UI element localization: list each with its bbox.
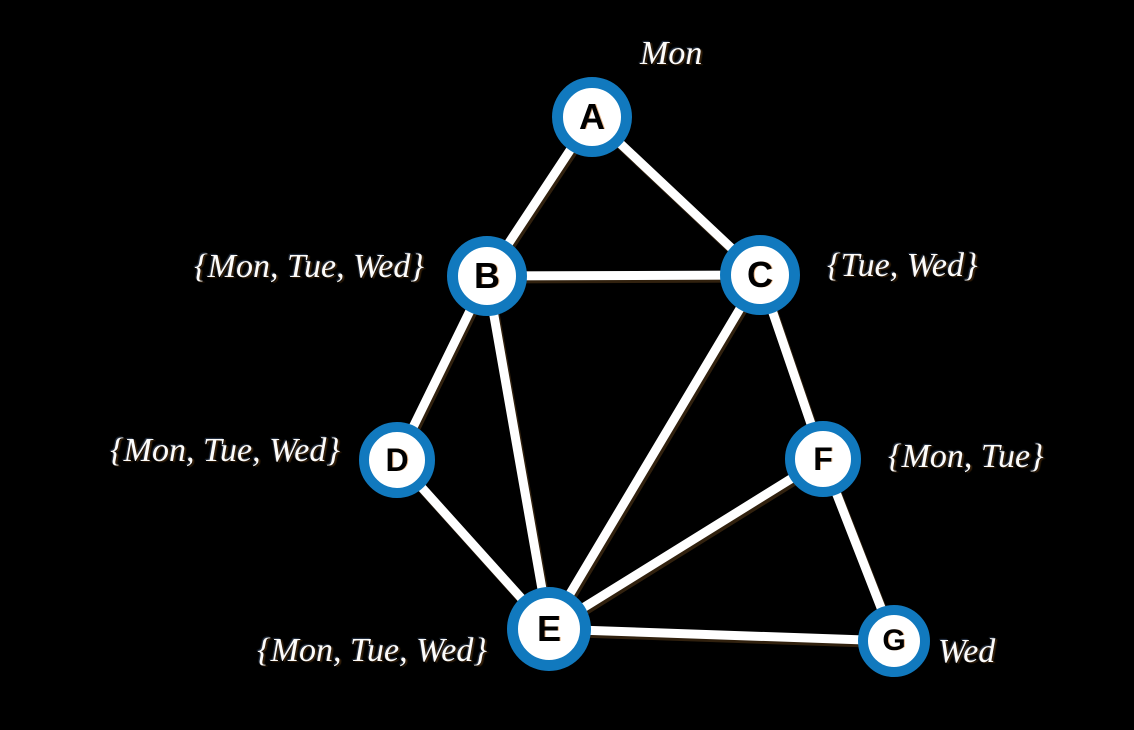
graph-node-g[interactable]: G	[858, 605, 930, 677]
graph-node-domain-label-f: {Mon, Tue}	[888, 437, 1044, 475]
graph-node-domain-label-b: {Mon, Tue, Wed}	[194, 247, 424, 285]
graph-node-f[interactable]: F	[785, 421, 861, 497]
graph-edge-b-c	[482, 270, 767, 284]
graph-node-letter-g: G	[882, 624, 906, 657]
graph-node-domain-label-a: Mon	[640, 34, 703, 72]
graph-node-d[interactable]: D	[359, 422, 435, 498]
graph-edge-e-f	[544, 454, 830, 637]
graph-node-domain-label-g: Wed	[938, 632, 996, 670]
graph-edge-c-e	[544, 270, 767, 637]
graph-node-domain-label-d: {Mon, Tue, Wed}	[110, 431, 340, 469]
graph-node-letter-b: B	[474, 255, 500, 296]
graph-node-c[interactable]: C	[720, 235, 800, 315]
graph-node-letter-a: A	[579, 96, 605, 137]
graph-node-a[interactable]: A	[552, 77, 632, 157]
graph-node-e[interactable]: E	[507, 587, 591, 671]
graph-node-letter-e: E	[536, 608, 561, 649]
graph-edge-e-g	[544, 624, 901, 649]
graph-node-domain-label-e: {Mon, Tue, Wed}	[257, 631, 487, 669]
graph-node-letter-d: D	[385, 442, 409, 478]
graph-node-letter-c: C	[747, 254, 773, 295]
graph-node-letter-f: F	[813, 441, 833, 477]
graph-node-domain-label-c: {Tue, Wed}	[827, 246, 978, 284]
graph-edge-b-e	[482, 271, 556, 637]
graph-node-b[interactable]: B	[447, 236, 527, 316]
